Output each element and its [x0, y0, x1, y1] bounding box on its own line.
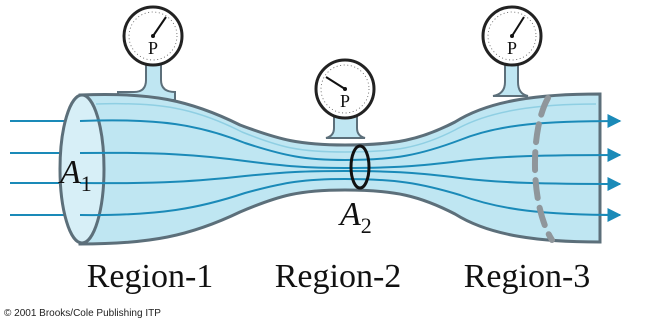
gauge-letter-1: P: [148, 38, 158, 58]
gauge-region-1: [122, 5, 184, 67]
gauge-stem-2: [325, 113, 366, 139]
region-label-1: Region-1: [86, 258, 214, 295]
gauge-stem-3: [492, 63, 529, 97]
area-label-a1-letter: A: [60, 154, 81, 191]
gauge-letter-2: P: [340, 91, 350, 111]
streamline: [79, 148, 622, 170]
streamlines: [79, 114, 622, 222]
outlet-plane-dashed: [531, 95, 555, 243]
streamline: [79, 177, 622, 222]
region-label-3: Region-3: [463, 258, 591, 295]
streamline: [79, 114, 622, 162]
area-label-a2: A2: [340, 198, 372, 237]
region-label-2: Region-2: [274, 258, 402, 295]
area-label-a2-subscript: 2: [360, 213, 372, 238]
constriction-cross-section: [349, 144, 371, 190]
inlet-opening: [58, 93, 106, 245]
area-label-a1-subscript: 1: [80, 171, 92, 196]
streamline: [79, 169, 622, 191]
gauge-region-3: [481, 5, 543, 67]
gauge-region-2: [314, 58, 376, 120]
area-label-a2-letter: A: [340, 196, 361, 233]
pipe-inner-edge: [95, 102, 597, 153]
area-label-a1: A1: [60, 156, 92, 195]
copyright-notice: © 2001 Brooks/Cole Publishing ITP: [4, 308, 161, 319]
gauge-letter-3: P: [507, 38, 517, 58]
